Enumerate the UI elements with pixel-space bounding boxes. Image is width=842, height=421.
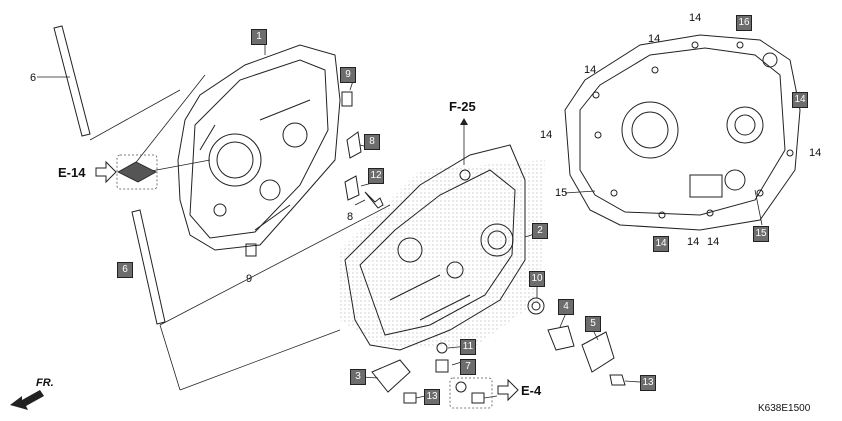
label-15: 15 bbox=[555, 187, 568, 199]
gasket-icon bbox=[117, 161, 157, 183]
diagram-code: K638E1500 bbox=[758, 403, 811, 414]
label-14-d: 14 bbox=[540, 129, 553, 141]
callout-3: 3 bbox=[350, 369, 366, 385]
label-14-f: 14 bbox=[687, 236, 700, 248]
label-8: 8 bbox=[347, 211, 354, 223]
callout-2: 2 bbox=[532, 223, 548, 239]
callout-14b: 14 bbox=[792, 92, 808, 108]
crankcase-inner-view bbox=[564, 34, 801, 231]
callout-11: 11 bbox=[460, 339, 476, 355]
f25-arrow-icon bbox=[460, 118, 468, 125]
right-crankcase bbox=[344, 144, 526, 351]
ref-f25: F-25 bbox=[449, 99, 476, 114]
callout-14a: 14 bbox=[653, 236, 669, 252]
callout-5: 5 bbox=[585, 316, 601, 332]
callout-10: 10 bbox=[529, 271, 545, 287]
label-9: 9 bbox=[246, 273, 253, 285]
front-direction-label: FR. bbox=[36, 377, 54, 389]
callout-7: 7 bbox=[460, 359, 476, 375]
callout-8: 8 bbox=[364, 134, 380, 150]
small-parts bbox=[245, 91, 626, 404]
callout-15: 15 bbox=[753, 226, 769, 242]
stipple-area bbox=[340, 160, 545, 350]
label-6: 6 bbox=[30, 72, 37, 84]
front-direction-icon bbox=[10, 390, 44, 410]
callout-13b: 13 bbox=[640, 375, 656, 391]
callout-6: 6 bbox=[117, 262, 133, 278]
label-14-c: 14 bbox=[584, 64, 597, 76]
label-14-a: 14 bbox=[689, 12, 702, 24]
leader-lines bbox=[37, 40, 763, 399]
ref-frames bbox=[116, 154, 493, 409]
callout-4: 4 bbox=[558, 299, 574, 315]
e14-arrow-icon bbox=[95, 160, 117, 184]
left-crankcase bbox=[177, 44, 341, 251]
e4-arrow-icon bbox=[497, 378, 519, 402]
ref-e14: E-14 bbox=[58, 165, 86, 180]
label-14-b: 14 bbox=[648, 33, 661, 45]
callout-16: 16 bbox=[736, 15, 752, 31]
callout-13a: 13 bbox=[424, 389, 440, 405]
callout-9: 9 bbox=[340, 67, 356, 83]
label-14-e: 14 bbox=[809, 147, 822, 159]
callout-12: 12 bbox=[368, 168, 384, 184]
ref-e4: E-4 bbox=[521, 383, 542, 398]
label-14-g: 14 bbox=[707, 236, 720, 248]
callout-1: 1 bbox=[251, 29, 267, 45]
